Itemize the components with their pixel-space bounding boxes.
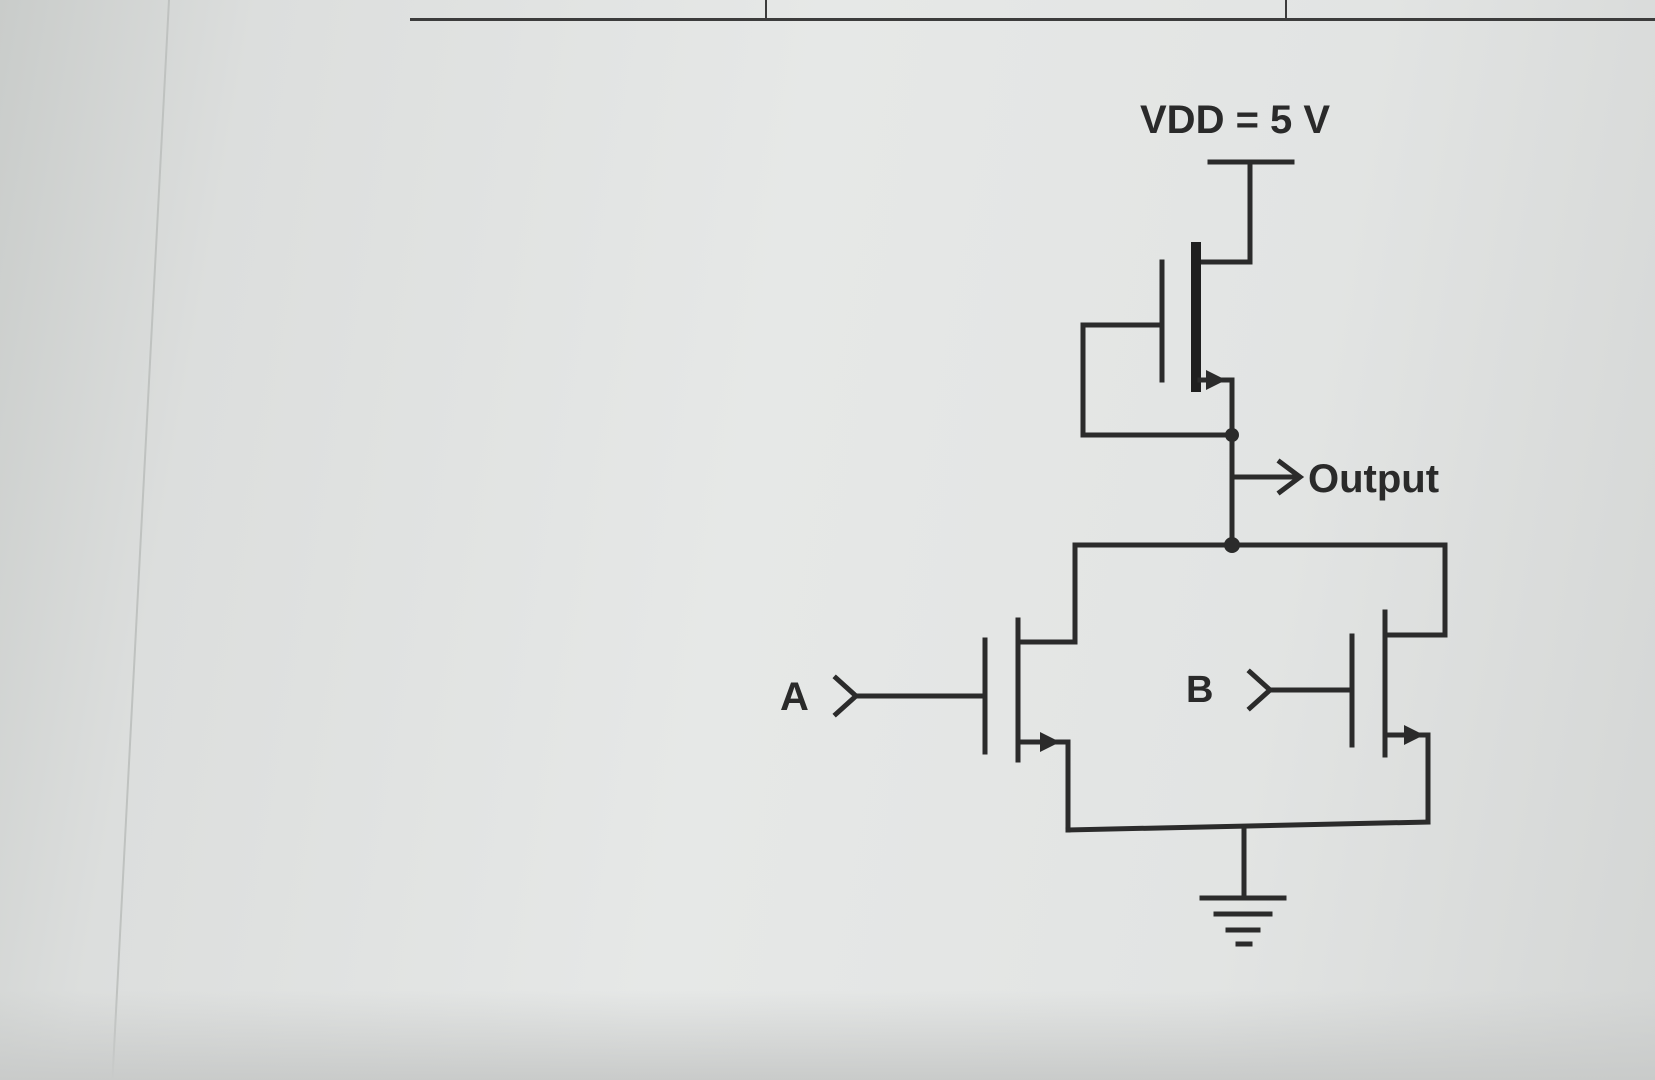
load-transistor <box>1080 242 1253 548</box>
table-bottom-edge <box>410 0 1655 21</box>
source-rail <box>1065 819 1431 833</box>
load-source-arrow <box>1206 370 1226 390</box>
load-junction-dot <box>1225 428 1239 442</box>
transistor-a-source-arrow <box>1040 732 1060 752</box>
transistor-a: A <box>780 542 1078 833</box>
drain-rail <box>1072 542 1448 638</box>
output-arrow-icon <box>1276 458 1305 496</box>
ground-symbol <box>1199 824 1287 947</box>
output-junction-dot <box>1224 537 1240 553</box>
output-terminal: Output <box>1229 457 1439 501</box>
vdd-label: VDD = 5 V <box>1140 98 1330 142</box>
transistor-b-source-arrow <box>1404 725 1424 745</box>
input-a-label: A <box>780 675 809 719</box>
input-b-label: B <box>1186 669 1213 711</box>
load-gate-feedback-wire <box>1080 322 1235 438</box>
input-b-arrow-icon <box>1246 668 1274 712</box>
page-bottom-shadow <box>0 990 1655 1080</box>
transistor-b: B <box>1186 609 1448 825</box>
table-cell-divider <box>1285 0 1287 18</box>
vdd-supply: VDD = 5 V <box>1140 98 1330 265</box>
table-cell-divider <box>765 0 767 18</box>
output-label: Output <box>1308 457 1439 501</box>
input-a-arrow-icon <box>832 674 860 718</box>
